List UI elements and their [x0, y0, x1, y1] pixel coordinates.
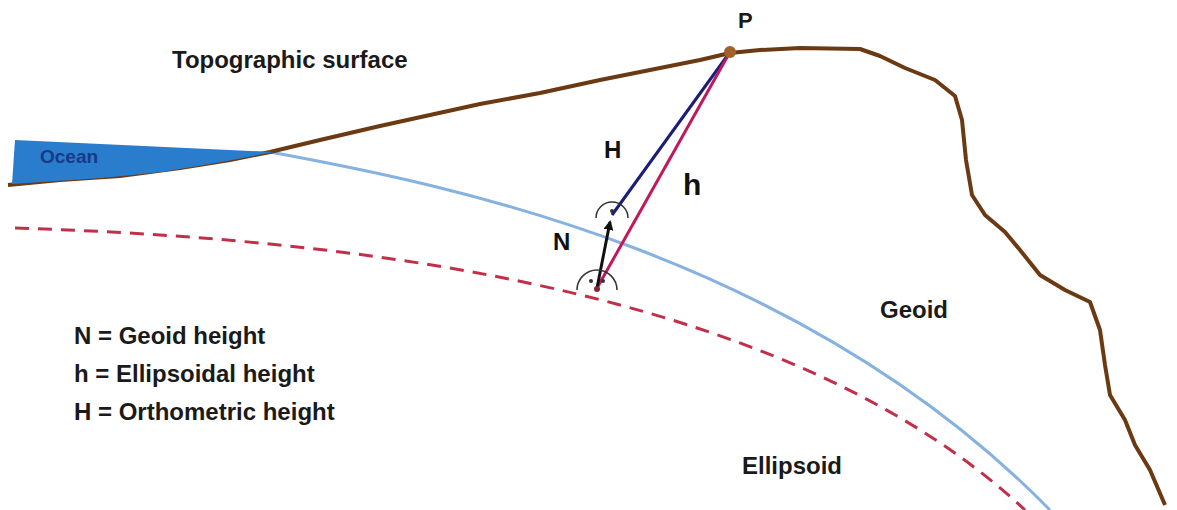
point-label: P [738, 8, 753, 33]
curve-label: Ellipsoid [742, 452, 842, 480]
key-text: N = Geoid height [74, 322, 265, 350]
height-label: H [604, 136, 621, 164]
topographic-surface [8, 48, 1165, 505]
key-text: H = Orthometric height [74, 398, 335, 426]
ellipsoidal-line [597, 52, 730, 288]
ellipsoid-curve [15, 228, 1025, 510]
curve-label: Geoid [880, 296, 948, 324]
ocean-label: Ocean [12, 136, 274, 168]
orthometric-line [612, 52, 730, 215]
height-label: N [553, 228, 570, 256]
geoid-height-arrow [597, 222, 610, 288]
height-label: h [683, 168, 701, 203]
right-angle-mark [596, 202, 628, 218]
geoid-curve [270, 152, 1050, 510]
key-text: h = Ellipsoidal height [74, 360, 315, 388]
ocean-area: Ocean [12, 136, 274, 186]
surface-label: Topographic surface [172, 46, 408, 74]
point-p [724, 46, 736, 58]
